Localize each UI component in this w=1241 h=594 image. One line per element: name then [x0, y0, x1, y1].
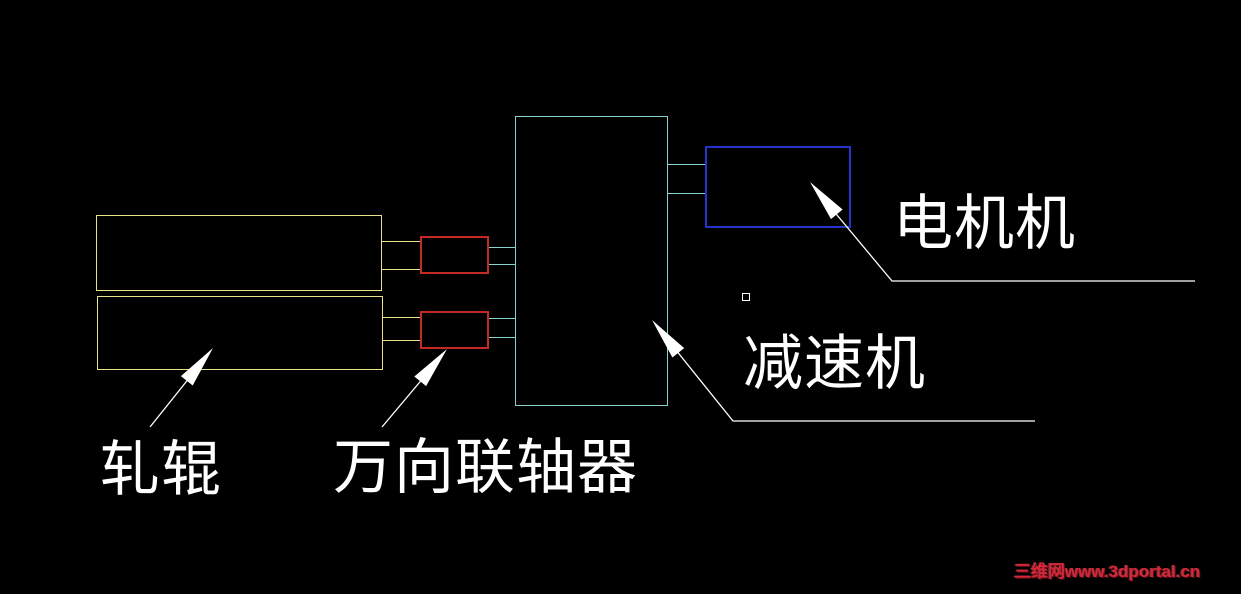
roll-bottom-rect — [97, 296, 383, 370]
roll-top-rect — [96, 215, 382, 291]
coupling-leader — [381, 349, 447, 428]
roll-bottom-shaft-line-lower — [383, 340, 420, 341]
reducer-label: 减速机 — [743, 331, 926, 397]
coupling-arrowhead — [414, 349, 447, 387]
roll-top-shaft-line-lower — [382, 269, 420, 270]
motor-label: 电机机 — [893, 191, 1076, 257]
coupling-top-shaft-line-lower — [489, 264, 515, 265]
motor-shaft-line-upper — [668, 164, 705, 165]
coupling-bottom-shaft-line-lower — [489, 337, 515, 338]
universal-coupling-bottom-rect — [420, 311, 489, 349]
small-square-marker — [742, 293, 750, 301]
coupling-bottom-shaft-line-upper — [489, 318, 515, 319]
coupling-top-shaft-line-upper — [489, 247, 515, 248]
motor-shaft-line-lower — [668, 193, 705, 194]
motor-rect — [705, 146, 851, 228]
roll-top-shaft-line-upper — [382, 241, 420, 242]
reducer-rect — [515, 116, 668, 406]
coupling-label: 万向联轴器 — [333, 435, 638, 501]
roll-bottom-shaft-line-upper — [383, 317, 420, 318]
universal-coupling-top-rect — [420, 236, 489, 274]
watermark-text: 三维网www.3dportal.cn — [1014, 562, 1201, 581]
roll-label: 轧辊 — [100, 437, 222, 503]
